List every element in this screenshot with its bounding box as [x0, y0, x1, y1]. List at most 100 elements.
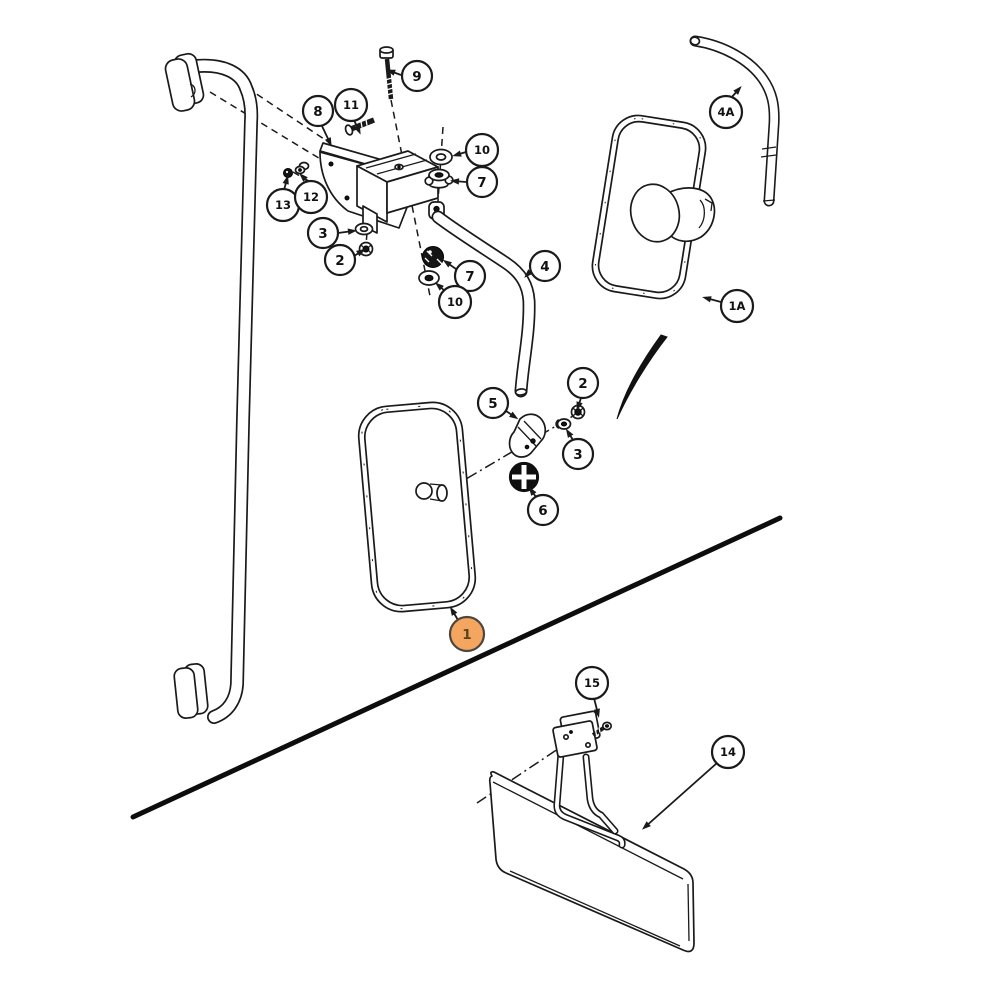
callout-number: 10 — [474, 143, 490, 157]
callout-7[interactable]: 7 — [450, 165, 499, 199]
callout-12[interactable]: 12 — [293, 173, 329, 215]
callout-number: 7 — [477, 175, 486, 191]
callout-circle — [574, 665, 610, 701]
mounting-post — [164, 52, 259, 724]
callout-circle — [528, 249, 562, 283]
callout-arrowhead — [434, 282, 444, 291]
callout-circle — [306, 216, 340, 250]
callout-circle — [526, 493, 560, 527]
callout-number: 8 — [313, 104, 322, 120]
mirror-head-alt — [591, 114, 716, 300]
callout-number: 9 — [412, 69, 421, 85]
callout-6[interactable]: 6 — [526, 486, 560, 527]
callout-arrowhead — [299, 173, 308, 182]
sun-visor-assembly — [488, 710, 695, 953]
callout-number: 5 — [488, 396, 497, 412]
callout-arrowhead — [449, 606, 458, 616]
screw-15 — [591, 721, 613, 737]
callout-arrowhead — [386, 69, 396, 76]
callout-13[interactable]: 13 — [265, 175, 301, 223]
callout-circle — [448, 615, 486, 653]
callout-circle — [710, 734, 746, 770]
callout-circle — [400, 59, 434, 93]
callout-5[interactable]: 5 — [476, 386, 519, 420]
callout-7[interactable]: 7 — [442, 259, 487, 293]
mirror-arm-4 — [428, 201, 536, 398]
callout-11[interactable]: 11 — [333, 87, 369, 135]
callout-circle — [561, 437, 595, 471]
lock-washer-12 — [294, 161, 310, 175]
callout-10[interactable]: 10 — [452, 132, 500, 168]
callout-14[interactable]: 14 — [642, 734, 746, 830]
clamp-5 — [508, 413, 547, 458]
callout-arrowhead — [347, 228, 357, 235]
callout-circle — [293, 179, 329, 215]
callout-number: 1 — [462, 627, 471, 643]
callout-3[interactable]: 3 — [306, 216, 357, 250]
callout-arrowhead — [733, 86, 742, 95]
callout-1-highlighted[interactable]: 1 — [448, 606, 486, 653]
callout-arrowhead — [702, 296, 712, 303]
callout-number: 7 — [465, 269, 474, 285]
callout-3[interactable]: 3 — [561, 428, 595, 471]
mirror-mount-cone — [629, 183, 716, 243]
callout-10[interactable]: 10 — [434, 282, 473, 320]
callout-number: 3 — [573, 447, 582, 463]
callout-arrowhead — [282, 175, 289, 185]
callout-arrowhead — [356, 248, 366, 257]
mirror-arm-assembly — [418, 148, 536, 398]
visor-hook — [553, 749, 626, 849]
callout-arrowhead — [565, 428, 574, 438]
washer-10-upper — [429, 148, 453, 166]
callout-number: 1A — [729, 299, 746, 313]
callout-arrowhead — [509, 411, 519, 420]
nut-2 — [358, 241, 374, 257]
washer-3 — [354, 222, 374, 236]
visor-bracket — [552, 710, 601, 758]
callout-number: 2 — [578, 376, 587, 392]
callout-number: 6 — [538, 503, 547, 519]
callout-circle — [301, 94, 335, 128]
knob-6 — [508, 461, 540, 493]
wing-nut-7-lower — [422, 246, 444, 268]
callout-number: 15 — [584, 676, 600, 690]
callout-4a[interactable]: 4A — [708, 86, 744, 130]
bracket-assembly — [283, 46, 439, 257]
callout-1a[interactable]: 1A — [702, 288, 755, 324]
callout-2[interactable]: 2 — [566, 366, 600, 411]
callout-circle — [323, 243, 357, 277]
body-curve-line — [616, 334, 668, 420]
callout-number: 4 — [540, 259, 549, 275]
callout-number: 14 — [720, 745, 736, 759]
post-foot-pad — [173, 663, 209, 719]
callout-number: 2 — [335, 253, 344, 269]
callout-number: 3 — [318, 226, 327, 242]
washer-10-lower — [418, 270, 440, 286]
callout-circle — [566, 366, 600, 400]
callout-circle — [476, 386, 510, 420]
callout-arrowhead — [450, 178, 460, 185]
mirror-arm-alt — [689, 35, 780, 207]
callout-arrowhead — [324, 137, 332, 147]
visor-panel — [488, 770, 695, 953]
callout-arrowhead — [442, 259, 452, 268]
mirror-head — [357, 401, 477, 613]
callout-8[interactable]: 8 — [301, 94, 335, 147]
callout-9[interactable]: 9 — [386, 59, 434, 93]
clamp-assembly — [508, 404, 586, 493]
callout-arrowhead — [524, 269, 533, 278]
callout-2[interactable]: 2 — [323, 243, 366, 277]
callout-number: 12 — [303, 190, 319, 204]
callout-15[interactable]: 15 — [574, 665, 610, 718]
callout-leader — [644, 762, 718, 828]
bolt-9 — [379, 46, 394, 100]
callout-4[interactable]: 4 — [524, 249, 562, 283]
callout-arrowhead — [528, 486, 537, 496]
callout-circle — [708, 94, 744, 130]
mirror-stud — [415, 482, 448, 502]
callout-circle — [437, 284, 473, 320]
post-top-pad — [164, 52, 205, 112]
callout-circle — [453, 259, 487, 293]
